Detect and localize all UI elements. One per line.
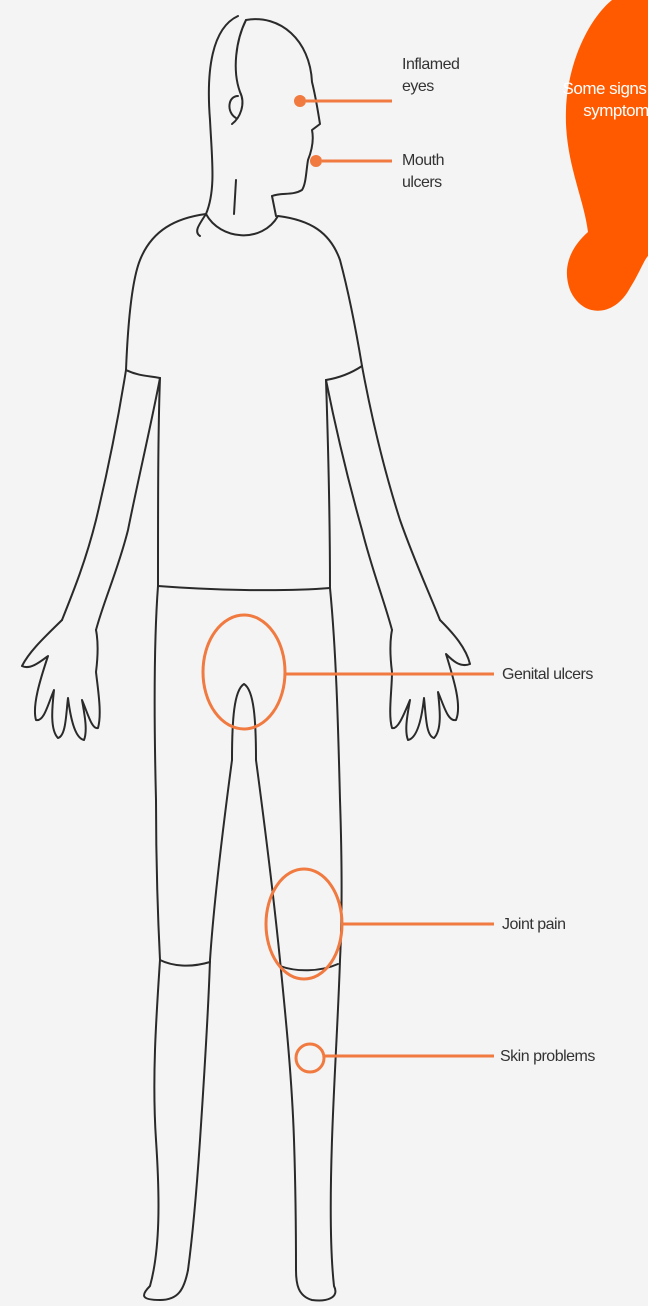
- hand-right: [390, 620, 470, 740]
- ear: [229, 96, 238, 118]
- skin-problems-label: Skin problems: [500, 1046, 595, 1068]
- knee-left: [160, 960, 210, 966]
- hair-strand: [232, 20, 246, 124]
- inflamed-eyes-label: Inflamed eyes: [402, 54, 474, 97]
- joint-pain-label: Joint pain: [502, 914, 566, 936]
- leg-left-inner: [188, 760, 232, 1270]
- leg-left-outer: [144, 800, 188, 1300]
- symptoms-blob-text: Some signs and symptoms: [560, 78, 648, 122]
- leg-right-inner: [256, 760, 296, 1270]
- eyes-dot: [294, 95, 306, 107]
- shoulder-left: [126, 214, 206, 370]
- neck-left: [234, 180, 236, 214]
- hip-right: [330, 588, 340, 800]
- knee-ring: [266, 869, 342, 979]
- leg-right-outer: [296, 800, 342, 1300]
- neck-right: [272, 196, 276, 216]
- mouth-ulcers-label: Mouth ulcers: [402, 150, 472, 193]
- arm-left-outer: [62, 370, 126, 620]
- genital-ulcers-label: Genital ulcers: [502, 664, 593, 686]
- crotch: [232, 684, 256, 760]
- head-outline: [197, 16, 238, 236]
- waistband: [158, 586, 330, 590]
- hip-left: [155, 586, 158, 800]
- collar: [206, 214, 278, 235]
- sleeve-left: [126, 370, 160, 378]
- hand-left: [22, 620, 100, 740]
- sleeve-right: [326, 366, 362, 380]
- torso-right: [326, 380, 330, 588]
- symptoms-blob: [566, 0, 648, 311]
- arm-left-inner: [96, 378, 160, 630]
- shoulder-right: [278, 216, 362, 366]
- face-outline: [246, 19, 320, 196]
- genital-ring: [203, 615, 285, 729]
- mouth-dot: [310, 155, 322, 167]
- arm-right-outer: [362, 366, 440, 620]
- torso-left: [158, 378, 160, 586]
- skin-ring: [296, 1044, 324, 1072]
- arm-right-inner: [326, 380, 392, 630]
